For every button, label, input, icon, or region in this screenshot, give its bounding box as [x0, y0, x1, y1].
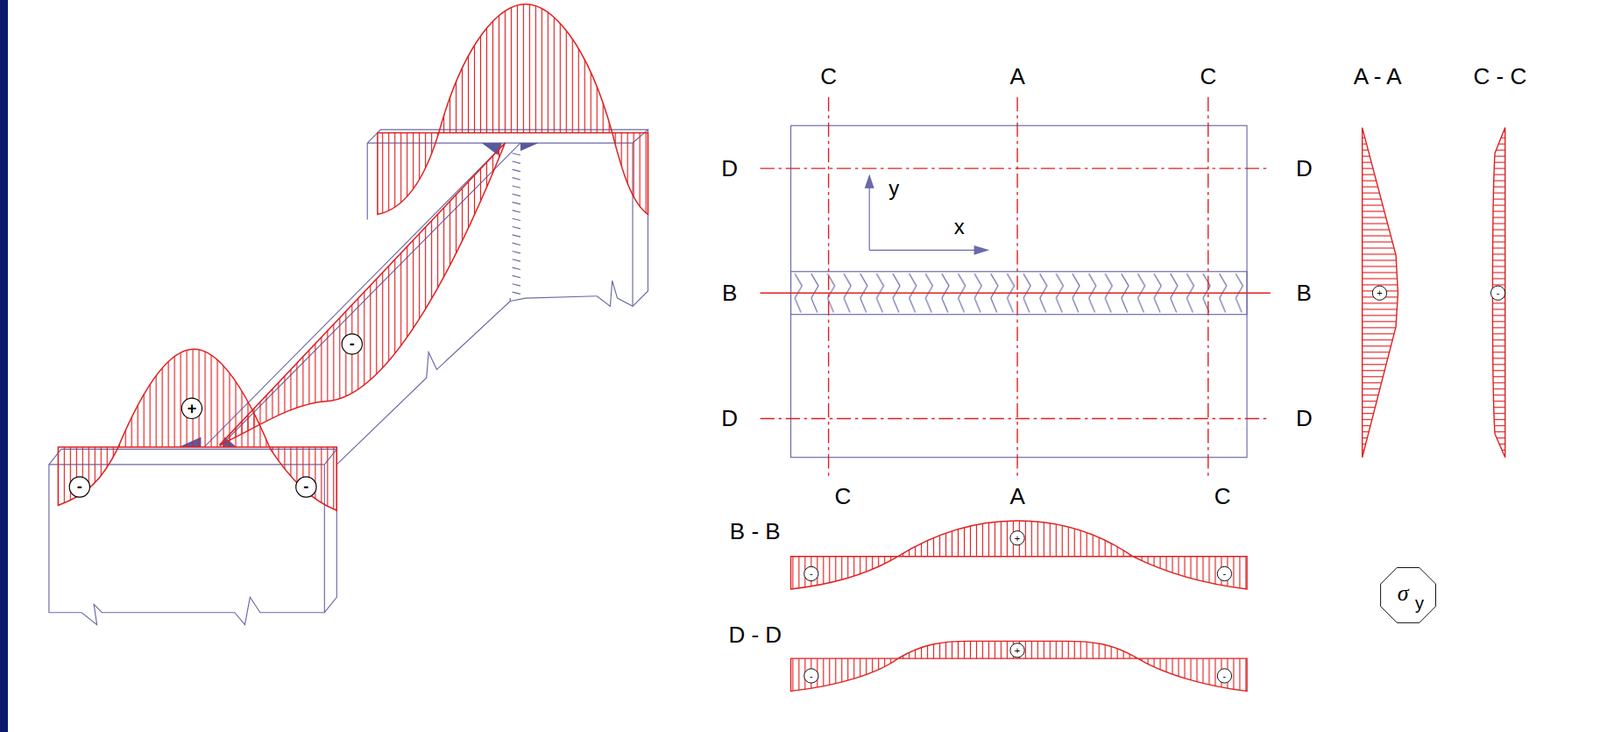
stress-sign: - [77, 478, 83, 495]
slide-border [0, 0, 8, 732]
section-letter: C [835, 484, 852, 508]
section-letter: B [722, 281, 737, 305]
stress-sign: - [349, 335, 355, 352]
stress-sign: + [1014, 532, 1020, 543]
section-letter: C [820, 64, 837, 88]
section-letter: B [1296, 281, 1312, 305]
section-letter: C [1214, 484, 1232, 508]
axis-label: x [954, 216, 965, 238]
section-title: B - B [729, 519, 781, 543]
section-title: C - C [1473, 64, 1528, 88]
section-letter: D [721, 156, 738, 180]
stress-sign: - [303, 478, 309, 495]
stress-sign: - [809, 670, 814, 680]
stress-sign: - [1496, 288, 1501, 298]
axis-label: y [888, 177, 900, 199]
stress-sign: - [1223, 568, 1227, 579]
section-title: A - A [1353, 64, 1402, 88]
stress-sign: + [1014, 644, 1020, 655]
section-letter: A [1009, 64, 1025, 88]
stress-symbol: σ [1397, 581, 1409, 605]
stress-sign: + [1376, 288, 1382, 298]
section-title: D - D [728, 623, 782, 646]
section-letter: D [1295, 406, 1313, 430]
stress-sign: - [1223, 670, 1227, 680]
section-letter: C [1199, 64, 1217, 88]
stress-subscript: y [1415, 594, 1424, 612]
stress-sign: + [187, 400, 198, 417]
stress-sign: - [809, 568, 814, 579]
section-letter: A [1009, 484, 1025, 508]
section-letter: D [721, 406, 738, 430]
section-letter: D [1295, 156, 1313, 180]
